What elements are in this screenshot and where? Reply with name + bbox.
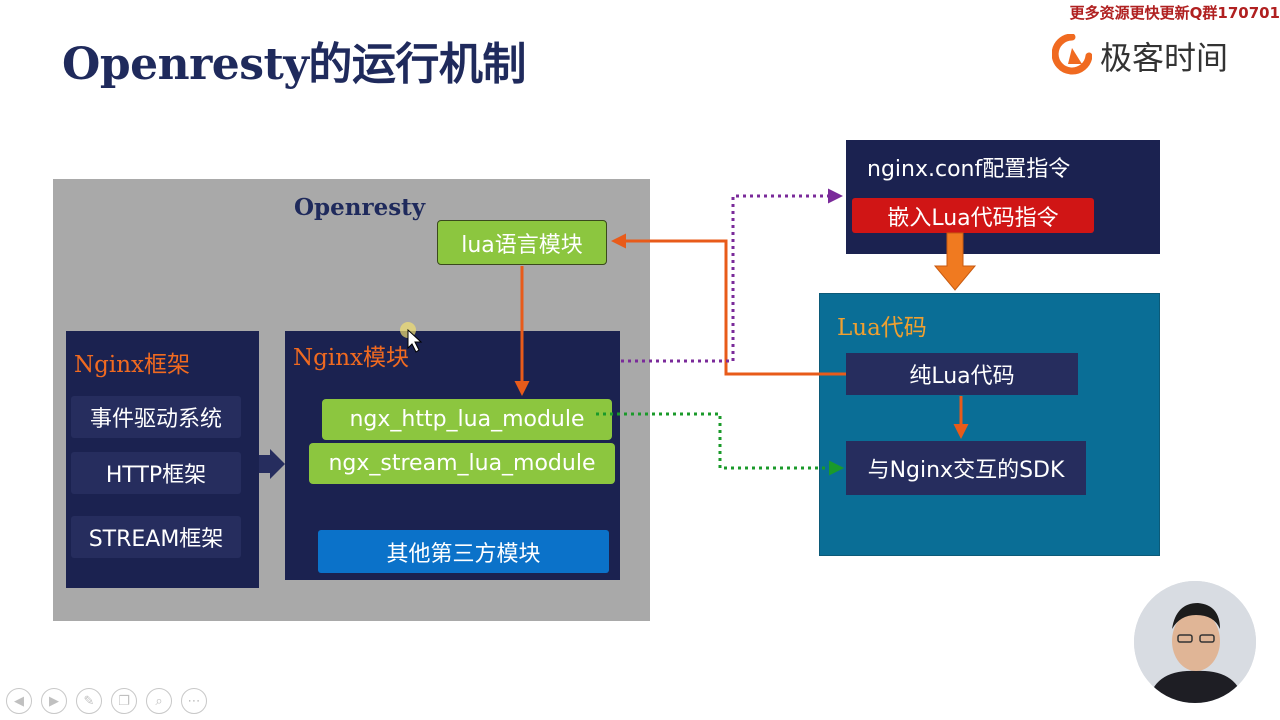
more-icon[interactable]: ⋯ xyxy=(181,688,207,714)
dotted-http-module-to-sdk xyxy=(596,412,844,476)
lua-code-heading: Lua代码 xyxy=(837,315,927,341)
arrow-pure-lua-to-lua-module xyxy=(611,233,846,376)
arrow-framework-to-modules xyxy=(259,449,285,479)
nginx-conf-box xyxy=(846,140,1160,254)
brand-icon xyxy=(1052,34,1092,75)
http-framework-item: HTTP框架 xyxy=(71,452,241,494)
openresty-label: Openresty xyxy=(294,194,426,221)
copy-icon[interactable]: ❐ xyxy=(111,688,137,714)
nginx-framework-heading: Nginx框架 xyxy=(74,352,190,378)
nginx-conf-title: nginx.conf配置指令 xyxy=(867,157,1071,182)
presenter-icon xyxy=(1134,581,1256,703)
dotted-modules-to-conf xyxy=(621,188,843,363)
nginx-sdk: 与Nginx交互的SDK xyxy=(846,441,1086,495)
embed-lua-directive: 嵌入Lua代码指令 xyxy=(852,198,1094,233)
brand-logo: 极客时间 xyxy=(1052,34,1228,78)
next-icon[interactable]: ▶ xyxy=(41,688,67,714)
pen-icon[interactable]: ✎ xyxy=(76,688,102,714)
zoom-icon[interactable]: ⌕ xyxy=(146,688,172,714)
ngx-stream-lua-module: ngx_stream_lua_module xyxy=(309,443,615,484)
watermark-text: 更多资源更快更新Q群170701 xyxy=(1069,4,1280,22)
arrow-conf-to-lua-code xyxy=(933,232,977,291)
slide-nav-controls: ◀ ▶ ✎ ❐ ⌕ ⋯ xyxy=(6,688,207,714)
third-party-modules: 其他第三方模块 xyxy=(318,530,609,573)
nginx-modules-heading: Nginx模块 xyxy=(293,345,409,371)
lua-language-module: lua语言模块 xyxy=(437,220,607,265)
stream-framework-item: STREAM框架 xyxy=(71,516,241,558)
slide-title: Openresty的运行机制 xyxy=(62,39,526,90)
cursor-pointer xyxy=(400,322,423,353)
lua-code-box xyxy=(819,293,1160,556)
presenter-webcam xyxy=(1134,581,1256,703)
ngx-http-lua-module: ngx_http_lua_module xyxy=(322,399,612,440)
brand-name: 极客时间 xyxy=(1100,39,1229,77)
pure-lua-code: 纯Lua代码 xyxy=(846,353,1078,395)
prev-icon[interactable]: ◀ xyxy=(6,688,32,714)
event-driven-item: 事件驱动系统 xyxy=(71,396,241,438)
